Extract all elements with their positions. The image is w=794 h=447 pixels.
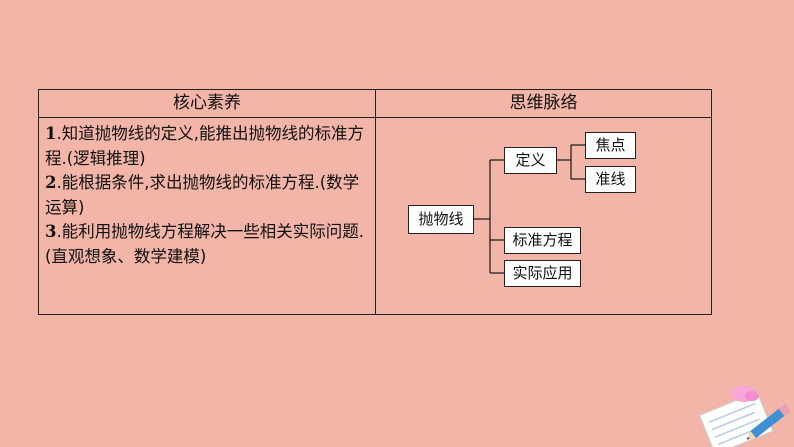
core-literacy-list: 1.知道抛物线的定义,能推出抛物线的标准方程.(逻辑推理) 2.能根据条件,求出… [45,122,371,270]
node-directrix: 准线 [585,166,636,193]
list-item: 2.能根据条件,求出抛物线的标准方程.(数学运算) [45,171,371,220]
item-number: 3 [45,222,57,242]
node-definition: 定义 [504,147,557,174]
header-core-literacy: 核心素养 [173,93,241,113]
node-application: 实际应用 [504,260,581,287]
item-text: .能利用抛物线方程解决一些相关实际问题.(直观想象、数学建模) [45,222,364,266]
item-text: .知道抛物线的定义,能推出抛物线的标准方程.(逻辑推理) [45,124,364,168]
node-parabola: 抛物线 [408,205,474,234]
item-text: .能根据条件,求出抛物线的标准方程.(数学运算) [45,173,360,217]
node-standard-equation: 标准方程 [504,227,581,254]
item-number: 2 [45,173,57,193]
notebook-pencil-decoration [698,386,791,447]
header-thinking-map: 思维脉络 [509,93,578,113]
column-divider [375,90,376,314]
list-item: 1.知道抛物线的定义,能推出抛物线的标准方程.(逻辑推理) [45,122,371,171]
list-item: 3.能利用抛物线方程解决一些相关实际问题.(直观想象、数学建模) [45,220,371,269]
item-number: 1 [45,124,57,143]
node-focus: 焦点 [585,132,636,159]
content-table: 核心素养 思维脉络 1.知道抛物线的定义,能推出抛物线的标准方程.(逻辑推理) … [38,89,712,315]
